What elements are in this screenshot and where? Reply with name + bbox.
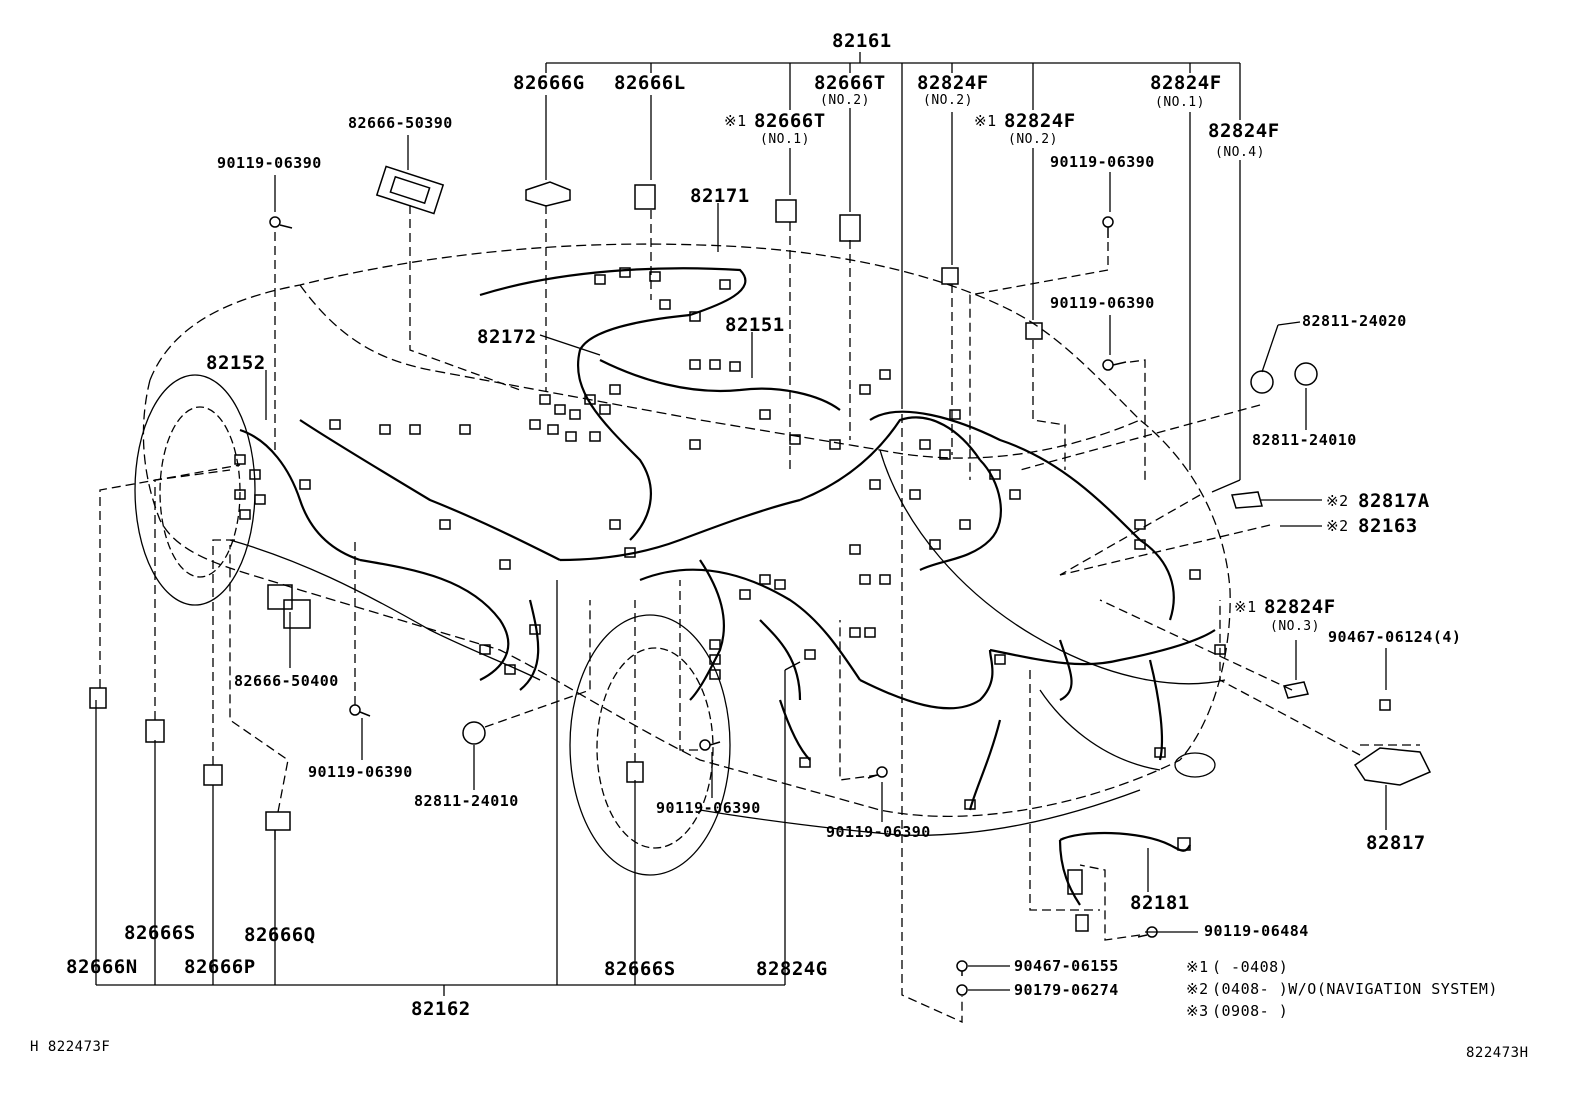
label-82181: 82181 <box>1130 892 1190 914</box>
label-bolt-c: 90119-06390 <box>1050 294 1155 312</box>
label-82162: 82162 <box>411 998 471 1020</box>
label-no1-b: (NO.1) <box>760 132 810 147</box>
note-1-text: ( -0408) <box>1212 958 1289 976</box>
label-no3: (NO.3) <box>1270 619 1320 634</box>
mark-82824F-no2b: ※1 <box>974 112 997 130</box>
bracket-82162 <box>95 580 1198 996</box>
clip-82811-24010-left <box>462 721 486 745</box>
connector-82824F-no2b <box>1025 322 1043 340</box>
label-82151: 82151 <box>725 314 785 336</box>
connector-82666N <box>89 687 107 709</box>
connector-82824F-no2a <box>941 267 959 285</box>
label-82811-24010-left: 82811-24010 <box>414 792 519 810</box>
connector-82666Q <box>265 811 291 831</box>
mark-82666T-no1: ※1 <box>724 112 747 130</box>
label-90119-06484: 90119-06484 <box>1204 922 1309 940</box>
mark-82817A: ※2 <box>1326 492 1349 510</box>
label-82824F-no2a: 82824F <box>917 72 989 94</box>
label-82161: 82161 <box>832 30 892 52</box>
label-no1-a: (NO.1) <box>1155 95 1205 110</box>
label-82811-24020: 82811-24020 <box>1302 312 1407 330</box>
label-82666S-left: 82666S <box>124 922 196 944</box>
exhaust-pipe <box>1174 752 1216 778</box>
bolt-icons <box>269 216 1158 996</box>
note-1-mark: ※1 <box>1186 958 1209 976</box>
label-82666Q: 82666Q <box>244 924 316 946</box>
label-no2-b: (NO.2) <box>923 93 973 108</box>
label-bolt-d: 90119-06390 <box>308 763 413 781</box>
label-bolt-f: 90119-06390 <box>826 823 931 841</box>
label-90179-06274: 90179-06274 <box>1014 981 1119 999</box>
label-90467-06124: 90467-06124(4) <box>1328 628 1462 646</box>
mark-82163: ※2 <box>1326 517 1349 535</box>
harness-wires <box>239 267 1216 906</box>
wheel-rear-left <box>569 614 731 876</box>
connector-82666-50400 <box>267 584 311 629</box>
label-82817A: 82817A <box>1358 490 1430 512</box>
label-82666G: 82666G <box>513 72 585 94</box>
note-3-mark: ※3 <box>1186 1002 1209 1020</box>
top-leaders <box>265 95 1387 830</box>
dashed-leaders <box>99 205 1420 1024</box>
label-82666T-no2: 82666T <box>814 72 886 94</box>
label-82824F-no4: 82824F <box>1208 120 1280 142</box>
harness-connectors <box>234 267 1226 810</box>
label-82666-50390: 82666-50390 <box>348 114 453 132</box>
note-3-text: (0908- ) <box>1212 1002 1289 1020</box>
label-bolt-b: 90119-06390 <box>1050 153 1155 171</box>
connector-82824F-no3 <box>1283 681 1309 699</box>
antenna-82817 <box>1353 699 1432 786</box>
part-82817A <box>1231 491 1263 509</box>
label-82163: 82163 <box>1358 515 1418 537</box>
label-82824F-no1: 82824F <box>1150 72 1222 94</box>
note-2-text: (0408- )W/O(NAVIGATION SYSTEM) <box>1212 980 1498 998</box>
label-82824F-no3: 82824F <box>1264 596 1336 618</box>
label-no2-a: (NO.2) <box>820 93 870 108</box>
label-82811-24010-right: 82811-24010 <box>1252 431 1357 449</box>
label-82666S-mid: 82666S <box>604 958 676 980</box>
connector-82666S-mid <box>626 761 644 783</box>
label-no4: (NO.4) <box>1215 145 1265 160</box>
bracket-82161 <box>545 52 1241 400</box>
footer-left-code: H 822473F <box>30 1039 111 1055</box>
label-82666-50400: 82666-50400 <box>234 672 339 690</box>
label-82666P: 82666P <box>184 956 256 978</box>
wheel-front-left <box>134 374 256 606</box>
label-82666L: 82666L <box>614 72 686 94</box>
connector-82666S-left <box>145 719 165 743</box>
connector-82666G <box>525 181 571 207</box>
connector-82666T-no1 <box>775 199 797 223</box>
label-82666N: 82666N <box>66 956 138 978</box>
mark-82824F-no3: ※1 <box>1234 598 1257 616</box>
connector-82666-50390 <box>375 165 445 215</box>
label-82824G: 82824G <box>756 958 828 980</box>
connector-82666P <box>203 764 223 786</box>
clip-82811-24020 <box>1250 362 1318 394</box>
car-body-outline <box>142 243 1231 818</box>
label-82152: 82152 <box>206 352 266 374</box>
label-82171: 82171 <box>690 185 750 207</box>
label-82666T-no1: 82666T <box>754 110 826 132</box>
label-no2-c: (NO.2) <box>1008 132 1058 147</box>
label-82172: 82172 <box>477 326 537 348</box>
car-body-solid <box>229 449 1226 836</box>
connector-82666T-no2 <box>839 214 861 242</box>
label-82817: 82817 <box>1366 832 1426 854</box>
label-bolt-a: 90119-06390 <box>217 154 322 172</box>
note-2-mark: ※2 <box>1186 980 1209 998</box>
label-82824F-no2b: 82824F <box>1004 110 1076 132</box>
label-bolt-e: 90119-06390 <box>656 799 761 817</box>
connector-82666L <box>634 184 656 210</box>
footer-right-code: 822473H <box>1466 1045 1529 1061</box>
label-90467-06155: 90467-06155 <box>1014 957 1119 975</box>
sensor-82181 <box>1067 837 1191 932</box>
